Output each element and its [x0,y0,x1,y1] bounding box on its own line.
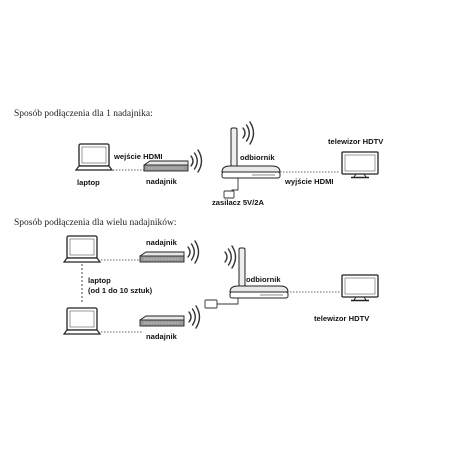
power-cable-2 [214,298,239,305]
tv-2-icon [341,274,379,302]
receiver-2-icon [229,247,289,299]
laptop-2-label-line2: (od 1 do 10 sztuk) [88,286,153,295]
laptop-2-label-line1: laptop [88,276,111,285]
transmitter-2a-icon [139,251,185,263]
wifi-receiver-2-icon [224,245,237,269]
power-plug-1 [223,190,235,199]
power-plug-2 [204,299,218,309]
wifi-2a-icon [187,240,200,264]
tv-1-label: telewizor HDTV [328,137,384,146]
transmitter-1-icon [143,160,189,172]
tv-1-icon [341,151,379,179]
receiver-2-label: odbiornik [246,275,281,284]
hdmi-out-label: wyjście HDMI [285,177,334,186]
section1-title: Sposób podłączenia dla 1 nadajnika: [14,109,153,119]
receiver-1-label: odbiornik [240,153,275,162]
transmitter-2b-icon [139,315,185,327]
power-supply-label: zasilacz 5V/2A [212,198,264,207]
wifi-2b-icon [188,305,201,329]
tv-2-label: telewizor HDTV [314,314,370,323]
transmitter-2a-label: nadajnik [146,238,177,247]
laptop-2b-icon [63,307,101,335]
section2-title: Sposób podłączenia dla wielu nadajników: [14,218,177,228]
laptop-2a-icon [63,235,101,263]
transmitter-2b-label: nadajnik [146,332,177,341]
laptop-1-label: laptop [77,178,100,187]
transmitter-1-label: nadajnik [146,177,177,186]
wifi-receiver-1-icon [242,121,255,145]
laptop-1-icon [75,143,113,171]
hdmi-in-label: wejście HDMI [114,152,163,161]
wifi-1-icon [190,149,203,173]
